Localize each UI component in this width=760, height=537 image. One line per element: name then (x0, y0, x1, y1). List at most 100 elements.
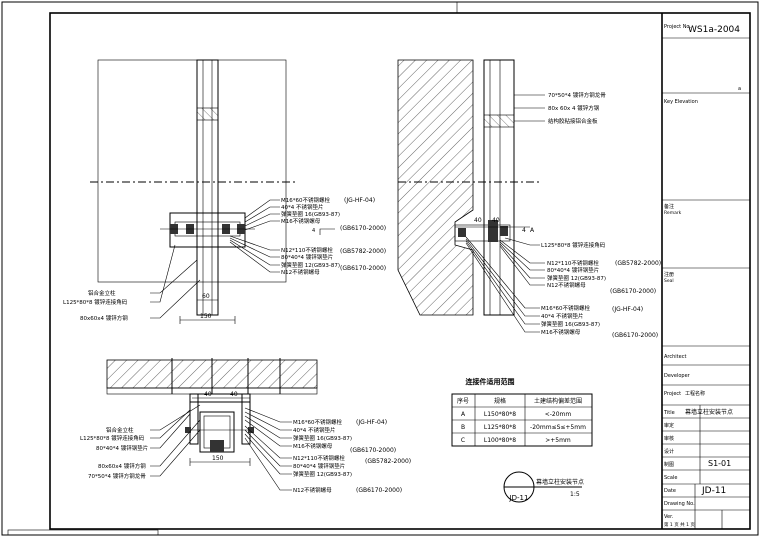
plan-dim-40a: 40 (204, 391, 212, 398)
scale-value: S1-01 (708, 459, 731, 468)
plan-label-13: 70*50*4 镀锌方钢龙骨 (88, 472, 146, 480)
project-no-label: Project No. (664, 24, 691, 30)
right-dim-4: 4 (522, 227, 526, 234)
tb-mark: a (738, 86, 741, 92)
plan-label-4: M16不锈钢螺母 (293, 442, 333, 450)
plan-label-1: M16*60不锈钢螺栓 (293, 418, 342, 426)
left-label-3: 弹簧垫圈 16(GB93-87) (281, 210, 340, 218)
bottom-left-strip (7, 529, 159, 536)
left-dim-4: 4 (312, 228, 315, 234)
project-label: Project (664, 391, 681, 397)
right-ref-3: (JG-HF-04) (612, 306, 643, 313)
left-label-4: M16不锈钢螺母 (281, 217, 321, 225)
plan-ref-1: (JG-HF-04) (356, 419, 387, 426)
remark-label: 备注 (664, 203, 674, 210)
right-ref-4: (GB6170-2000) (612, 332, 658, 339)
plan-label-5: N12*110不锈钢螺栓 (293, 454, 345, 462)
table-title: 连接件适用范围 (466, 377, 515, 386)
right-label-9: M16不锈钢螺母 (541, 328, 581, 336)
table-header-range: 土建结构偏差范围 (534, 397, 582, 405)
approved-label: 审定 (664, 422, 674, 429)
right-top-label-2: 80x 60x 4 镀锌方钢 (548, 104, 600, 112)
plan-ref-4: (GB6170-2000) (356, 487, 402, 494)
right-top-label-1: 70*50*4 镀锌方钢龙骨 (548, 91, 606, 99)
plan-ref-3: (GB5782-2000) (365, 458, 411, 465)
left-dim-150: 150 (200, 313, 212, 320)
scale-label: Scale (664, 475, 677, 481)
right-label-6: M16*60不锈钢螺栓 (541, 304, 590, 312)
right-label-5: N12不锈钢螺母 (547, 281, 586, 289)
left-label-1: M16*60不锈钢螺栓 (281, 196, 330, 204)
callout-id: JD-11 (509, 494, 529, 502)
page-label: 第 1 页 共 1 页 (664, 521, 695, 528)
title-block: Project No. WS1a-2004 Key Elevation 备注 R… (661, 13, 750, 529)
right-ref-2: (GB6170-2000) (610, 288, 656, 295)
right-label-2: N12*110不锈钢螺栓 (547, 259, 599, 267)
plan-ref-2: (GB6170-2000) (350, 447, 396, 454)
plan-dim-150: 150 (212, 455, 224, 462)
plan-label-7: 弹簧垫圈 12(GB93-87) (293, 470, 352, 478)
table-cell: >+5mm (545, 437, 571, 444)
plan-label-6: 80*40*4 镀锌钢垫片 (293, 462, 345, 470)
inner-border (49, 12, 751, 530)
plan-label-12: 80x60x4 镀锌方钢 (98, 462, 146, 470)
stamp-label: 注册 (664, 271, 674, 278)
right-label-3: 80*40*4 镀锌钢垫片 (547, 266, 599, 274)
left-ref-1: (JG-HF-04) (344, 197, 375, 204)
stamp-en: Seal (664, 278, 674, 284)
plan-label-9: 铝合金立柱 (106, 426, 134, 434)
right-dim-a: A (530, 227, 535, 234)
remark-en: Remark (664, 210, 682, 216)
left-label-10: L125*80*8 镀锌连接角码 (63, 298, 128, 306)
right-label-8: 弹簧垫圈 16(GB93-87) (541, 320, 600, 328)
table-cell: L100*80*8 (484, 437, 516, 444)
left-ref-4: (GB6170-2000) (340, 265, 386, 272)
left-elevation: 60 150 M16*60不锈钢螺栓 40*4 不锈钢垫片 弹簧垫圈 16(GB… (63, 59, 386, 324)
left-label-7: 弹簧垫圈 12(GB93-87) (281, 261, 340, 269)
left-label-11: 80x60x4 镀锌方钢 (80, 314, 128, 322)
table-cell: A (461, 411, 466, 418)
right-dim-40a: 40 (474, 217, 482, 224)
drawing-no-value: JD-11 (701, 486, 726, 496)
plan-dim-40b: 40 (230, 391, 238, 398)
version-label: Ver. (664, 514, 674, 520)
drawing-no-label: Drawing No. (664, 501, 695, 507)
date-label: Date (664, 488, 676, 494)
application-table: 连接件适用范围 序号 规格 土建结构偏差范围 A L150*80*8 <-20m… (451, 377, 593, 447)
plan-view: 40 40 150 M16*60不锈钢螺栓 40*4 不锈钢垫片 弹簧垫圈 16… (80, 358, 411, 494)
left-label-5: N12*110不锈钢螺栓 (281, 246, 333, 254)
plan-label-3: 弹簧垫圈 16(GB93-87) (293, 434, 352, 442)
table-cell: B (461, 424, 465, 431)
left-label-2: 40*4 不锈钢垫片 (281, 203, 324, 211)
plan-label-8: N12不锈钢螺母 (293, 486, 332, 494)
plan-label-10: L125*80*8 镀锌连接角码 (80, 434, 145, 442)
key-elevation-label: Key Elevation (664, 99, 698, 105)
drawn-label: 制图 (664, 461, 674, 468)
table-header-no: 序号 (457, 397, 469, 405)
title-label: Title (663, 410, 675, 416)
title-value: 幕墙立柱安装节点 (685, 408, 733, 416)
architect-label: Architect (664, 354, 686, 360)
left-label-8: N12不锈钢螺母 (281, 268, 320, 276)
project-value: 工程名称 (685, 390, 705, 397)
detail-callout: JD-11 幕墙立柱安装节点 1:5 (503, 471, 584, 503)
callout-scale: 1:5 (570, 491, 580, 498)
right-label-1: L125*80*8 镀锌连接角码 (541, 241, 606, 249)
project-no-value: WS1a-2004 (688, 25, 740, 35)
right-label-7: 40*4 不锈钢垫片 (541, 312, 584, 320)
right-ref-1: (GB5782-2000) (615, 260, 661, 267)
right-dim-40b: 40 (492, 217, 500, 224)
left-dim-60: 60 (202, 293, 210, 300)
table-cell: L125*80*8 (484, 424, 516, 431)
designed-label: 设计 (664, 448, 674, 455)
table-cell: <-20mm (545, 411, 572, 418)
table-cell: C (461, 437, 465, 444)
right-label-4: 弹簧垫圈 12(GB93-87) (547, 274, 606, 282)
table-header-spec: 规格 (494, 397, 506, 405)
left-ref-2: (GB6170-2000) (340, 225, 386, 232)
callout-title: 幕墙立柱安装节点 (536, 478, 584, 486)
table-cell: L150*80*8 (484, 411, 516, 418)
plan-label-2: 40*4 不锈钢垫片 (293, 426, 336, 434)
